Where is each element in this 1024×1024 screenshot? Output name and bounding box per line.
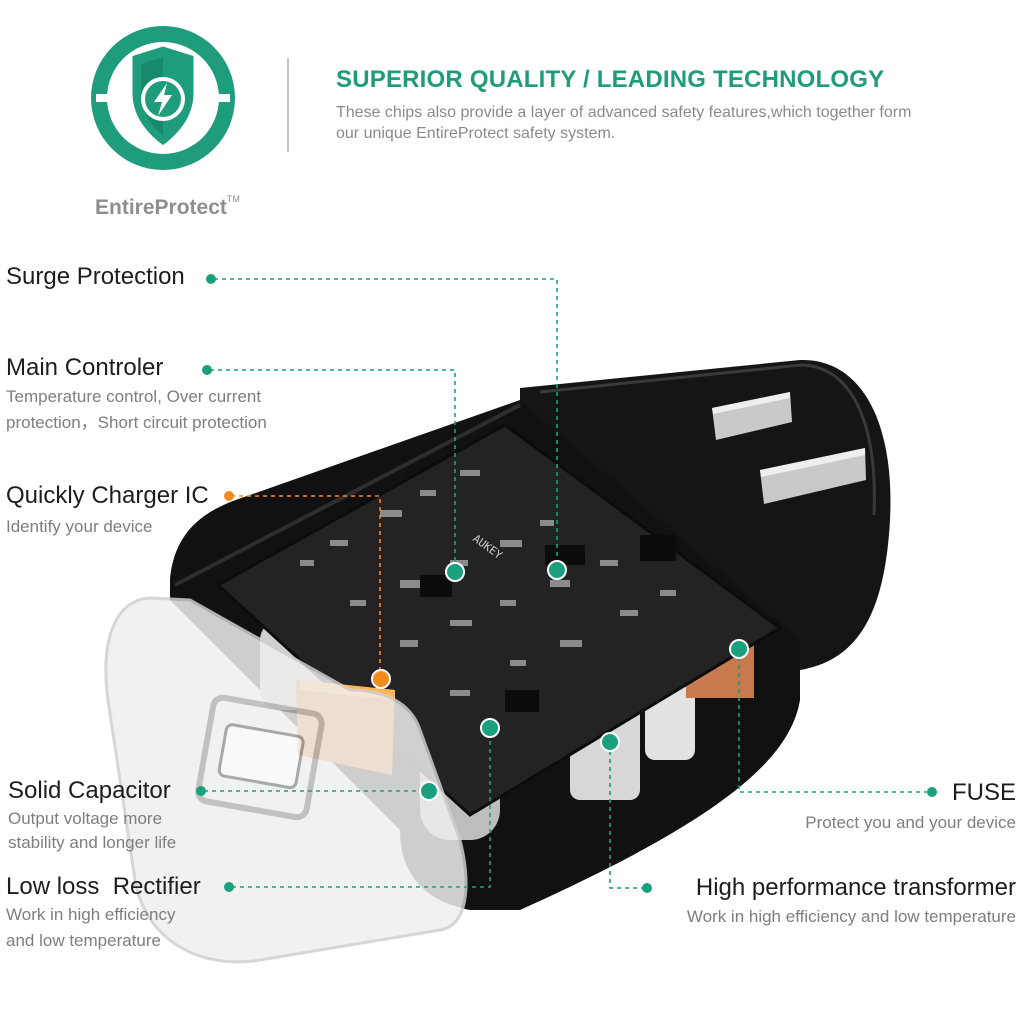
brand-text: EntireProtect (95, 196, 227, 219)
callout-line-charger-ic (231, 495, 381, 676)
feature-desc-main-controller-2: protection，Short circuit protection (6, 413, 267, 432)
callout-dots (196, 274, 937, 893)
feature-desc-rectifier-2: and low temperature (6, 931, 161, 950)
entireprotect-logo (91, 26, 235, 170)
trademark: TM (226, 194, 240, 204)
page-description: These chips also provide a layer of adva… (336, 104, 912, 142)
feature-desc-rectifier-1: Work in high efficiency (6, 905, 176, 924)
feature-desc-charger-ic: Identify your device (6, 517, 153, 536)
feature-label-fuse: FUSE (951, 779, 1016, 806)
feature-desc-solid-capacitor-2: stability and longer life (8, 833, 177, 852)
shield-lightning-icon (129, 43, 197, 149)
feature-desc-transformer: Work in high efficiency and low temperat… (686, 907, 1016, 926)
header-divider (287, 58, 289, 152)
feature-label-solid-capacitor: Solid Capacitor (8, 777, 171, 804)
callout-line-rectifier (232, 726, 491, 888)
callout-line-controller (210, 369, 456, 571)
feature-label-surge-protection: Surge Protection (6, 263, 185, 290)
brand-name: EntireProtectTM (95, 194, 240, 220)
feature-label-rectifier: Low loss Rectifier (6, 873, 201, 900)
callout-lines (204, 278, 930, 889)
feature-label-transformer: High performance transformer (695, 874, 1016, 901)
plug-prongs (712, 392, 866, 504)
feature-desc-fuse: Protect you and your device (805, 813, 1016, 832)
feature-label-charger-ic: Quickly Charger IC (6, 482, 209, 509)
transparent-front-cover (104, 596, 468, 964)
page-title: SUPERIOR QUALITY / LEADING TECHNOLOGY (336, 66, 885, 93)
feature-label-main-controller: Main Controler (6, 354, 164, 381)
callout-line-surge (214, 278, 558, 566)
feature-desc-solid-capacitor-1: Output voltage more (8, 809, 163, 828)
feature-desc-main-controller-1: Temperature control, Over current (6, 387, 262, 406)
callout-line-transformer (609, 743, 644, 889)
